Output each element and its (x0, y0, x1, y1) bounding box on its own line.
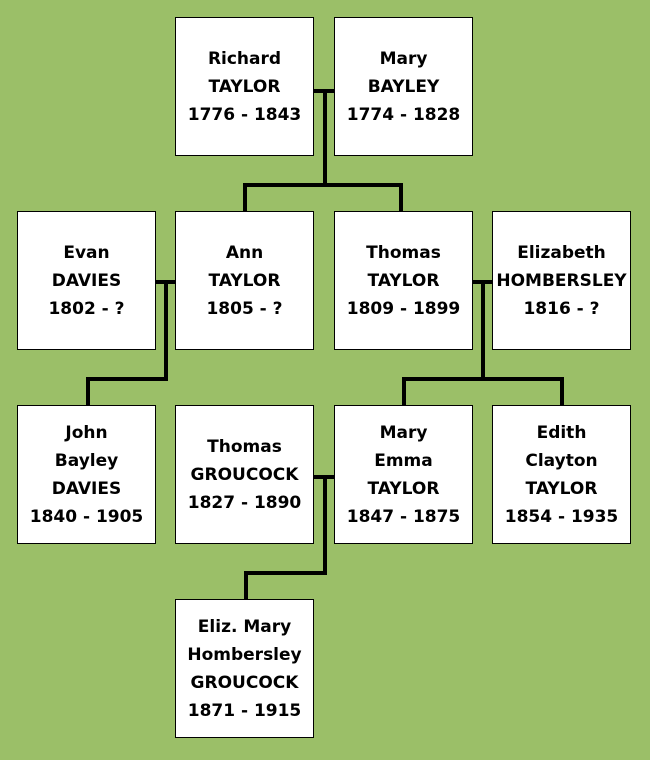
person-text-line: 1854 - 1935 (504, 506, 619, 527)
person-text-line: Bayley (54, 450, 119, 471)
person-text-line: 1774 - 1828 (346, 104, 461, 125)
person-text-line: 1809 - 1899 (346, 298, 461, 319)
person-text-line: 1776 - 1843 (187, 104, 302, 125)
person-text-line: John (65, 422, 108, 443)
person-text-line: TAYLOR (208, 76, 281, 97)
marriage-line-thomas-elizabeth (402, 280, 564, 407)
person-text-line: TAYLOR (367, 478, 440, 499)
person-text-line: HOMBERSLEY (496, 270, 627, 291)
person-text-line: Mary (379, 422, 428, 443)
person-text-line: Ann (225, 242, 264, 263)
person-text-line: Thomas (207, 436, 282, 457)
person-text-line: DAVIES (51, 478, 122, 499)
marriage-line-groucock-mary-emma (244, 475, 336, 601)
marriage-line-richard-mary (243, 89, 403, 213)
person-text-line: GROUCOCK (190, 464, 299, 485)
person-text-line: Eliz. Mary (197, 616, 292, 637)
person-text-line: 1805 - ? (206, 298, 283, 319)
person-text-line: Richard (207, 48, 282, 69)
person-text-line: 1871 - 1915 (187, 700, 302, 721)
person-text-line: Emma (374, 450, 433, 471)
person-text-line: 1802 - ? (48, 298, 125, 319)
person-text-line: Clayton (525, 450, 598, 471)
person-text-line: 1816 - ? (523, 298, 600, 319)
person-text-line: TAYLOR (525, 478, 598, 499)
person-text-line: Edith (536, 422, 587, 443)
person-text-line: 1847 - 1875 (346, 506, 461, 527)
person-text-line: Evan (63, 242, 110, 263)
person-text-line: Mary (379, 48, 428, 69)
person-text-line: TAYLOR (208, 270, 281, 291)
person-text-line: 1840 - 1905 (29, 506, 144, 527)
marriage-line-evan-ann (86, 280, 177, 407)
person-text-line: BAYLEY (367, 76, 440, 97)
person-text-line: Elizabeth (517, 242, 606, 263)
person-text-line: GROUCOCK (190, 672, 299, 693)
person-text-line: 1827 - 1890 (187, 492, 302, 513)
person-text-line: DAVIES (51, 270, 122, 291)
person-text-line: Thomas (366, 242, 441, 263)
person-text-line: Hombersley (187, 644, 302, 665)
person-text-line: TAYLOR (367, 270, 440, 291)
